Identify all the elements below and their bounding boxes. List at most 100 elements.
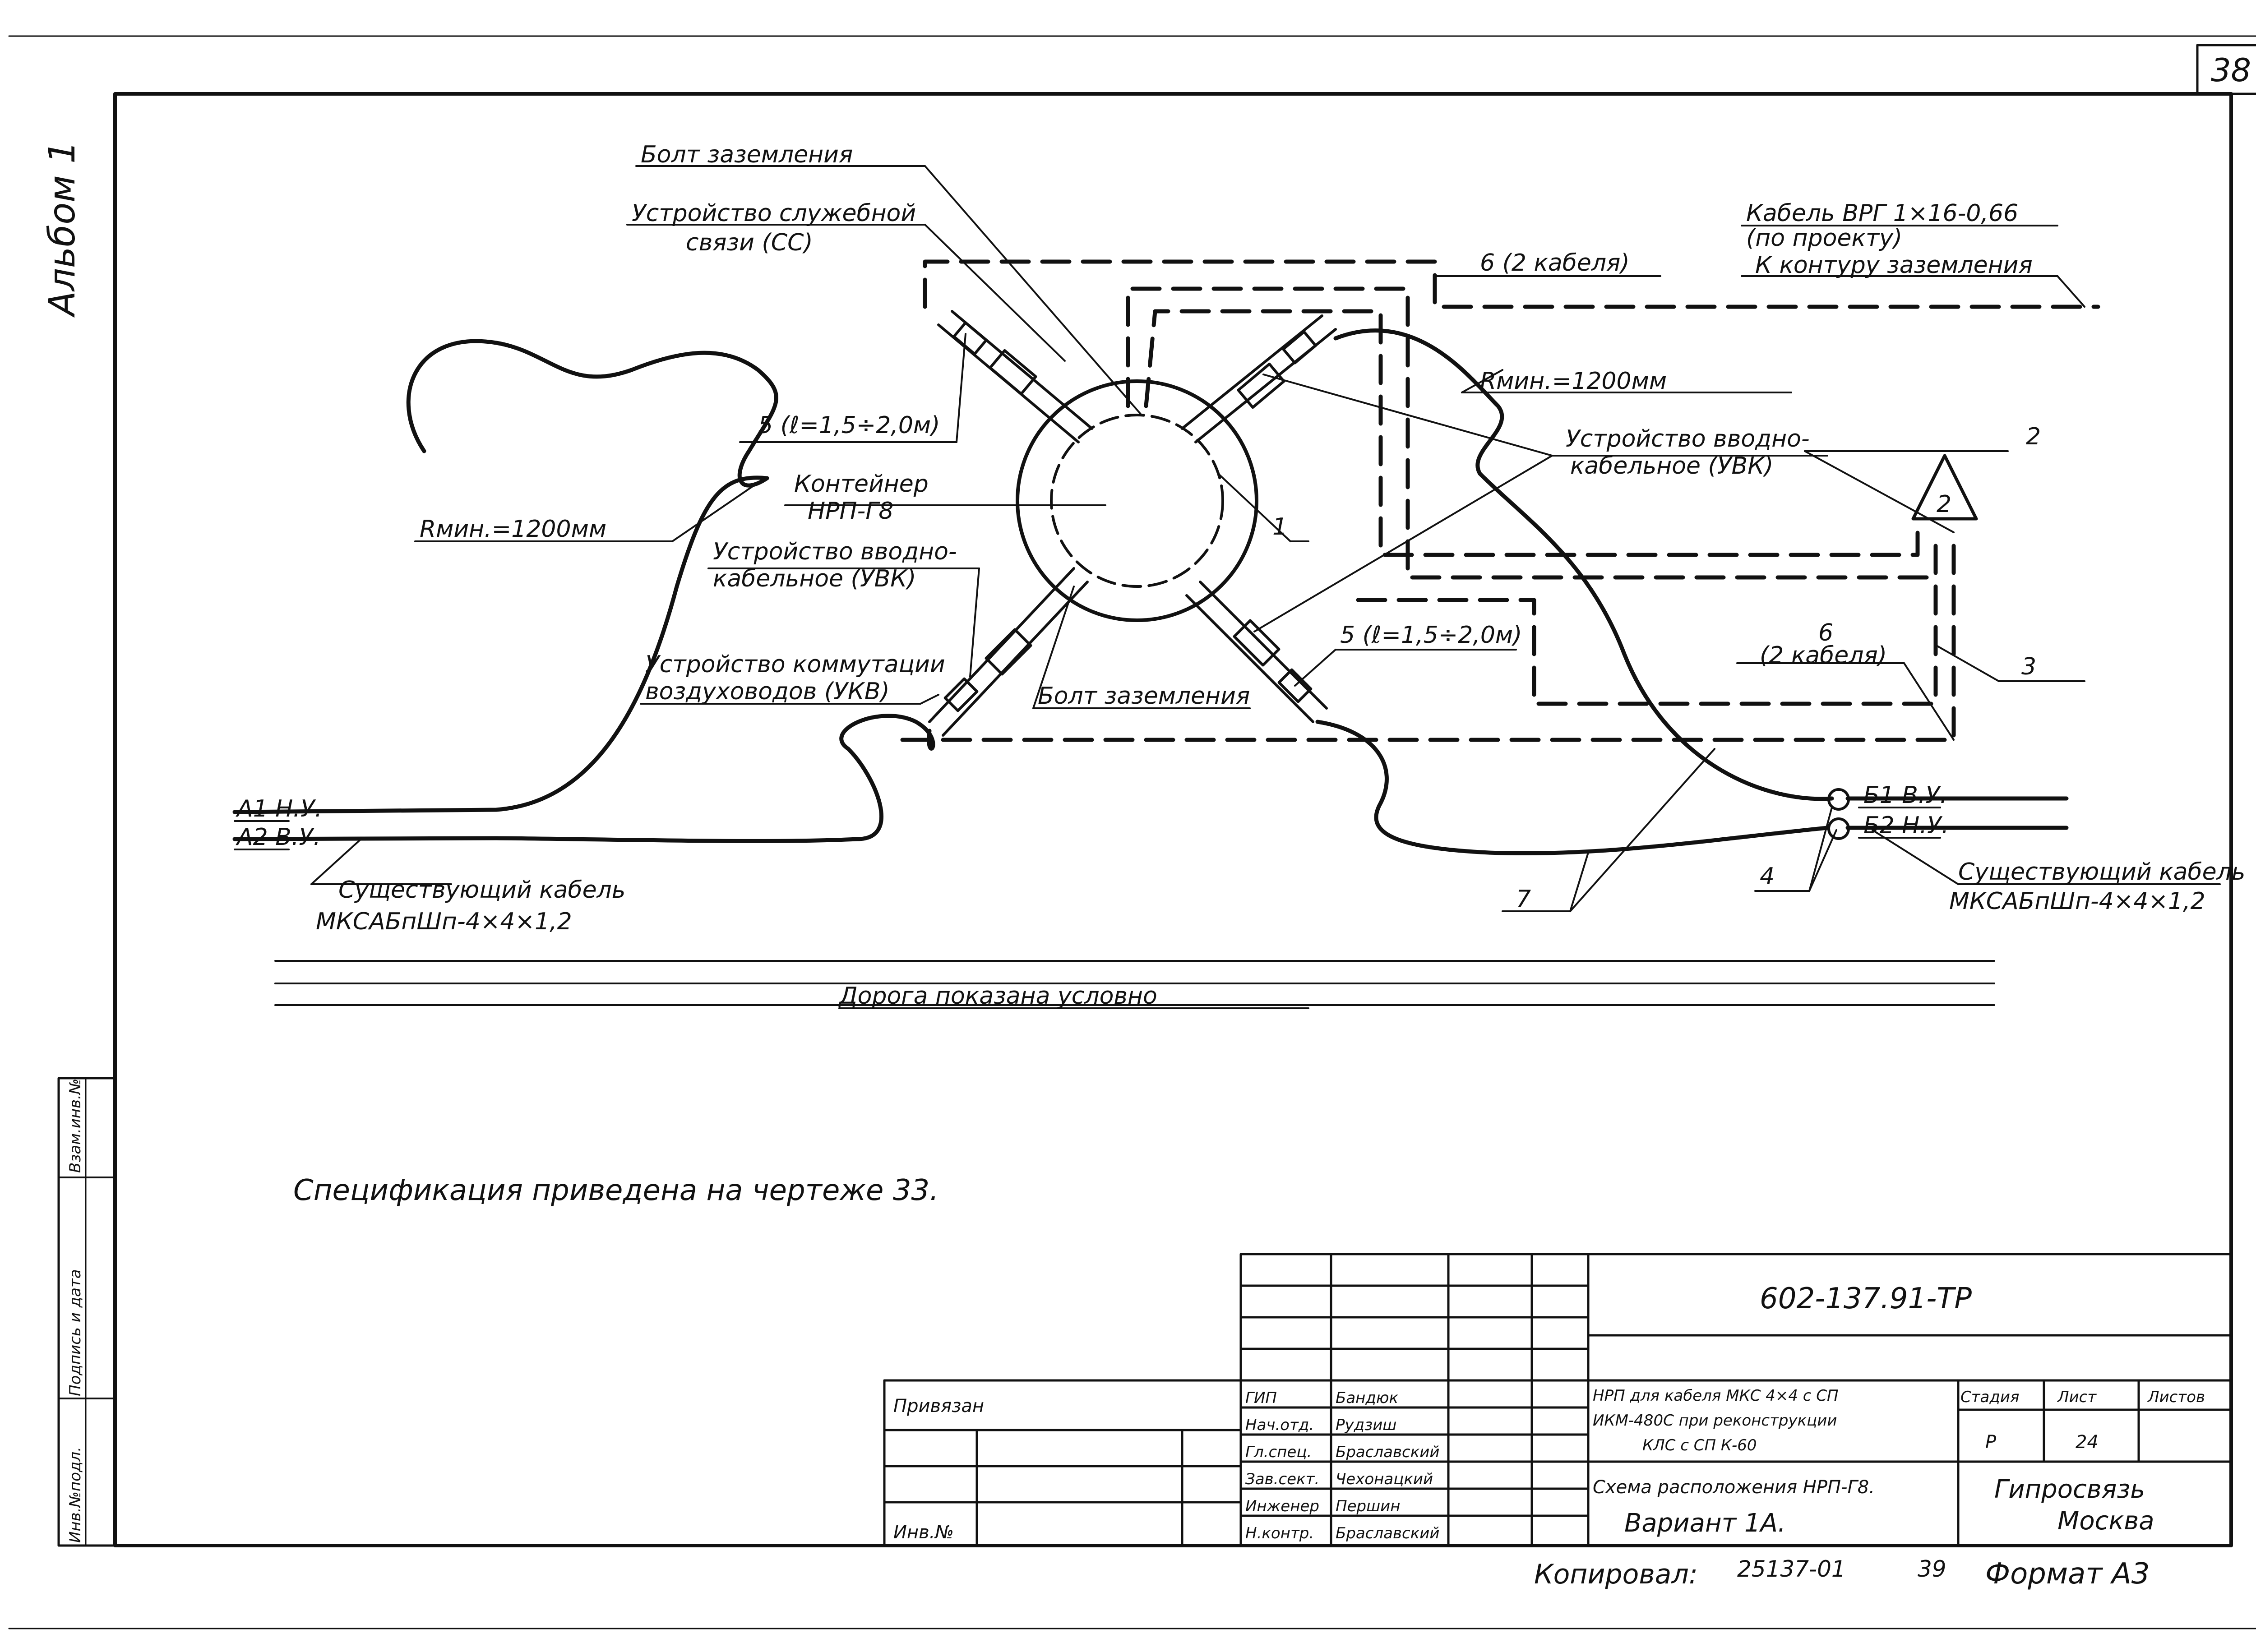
side-stamp-inv-podl: Инв.№подл.	[66, 1447, 84, 1543]
label-item5-right: 5 (ℓ=1,5÷2,0м)	[1340, 622, 1522, 649]
sheet-header: Лист	[2057, 1388, 2097, 1406]
label-item-6-mid-sub: (2 кабеля)	[1760, 642, 1887, 669]
label-ukv-2: воздуховодов (УКВ)	[645, 678, 890, 705]
drawing-code: 602-137.91-ТР	[1760, 1282, 1972, 1315]
role-zav-sekt: Зав.сект.	[1245, 1470, 1319, 1488]
label-existing-right-1: Существующий кабель	[1958, 858, 2245, 886]
label-cable-vrg-3: К контуру заземления	[1755, 252, 2033, 279]
scheme-line-2: Вариант 1А.	[1624, 1509, 1786, 1538]
title-line-1: НРП для кабеля МКС 4×4 с СП	[1593, 1387, 1839, 1405]
route-outer	[923, 259, 2100, 309]
leader-lines	[234, 165, 2221, 1009]
label-uvk-left-2: кабельное (УВК)	[713, 565, 916, 592]
route-top-inner	[1126, 286, 1938, 580]
name-nach-otd: Рудзиш	[1336, 1416, 1396, 1434]
sheets-header: Листов	[2147, 1388, 2205, 1406]
album-label: Альбом 1	[41, 141, 83, 318]
device-lower-left	[928, 567, 1089, 737]
loop-left-top	[406, 339, 778, 488]
role-inzhener: Инженер	[1245, 1497, 1319, 1515]
splice-b2	[1827, 817, 1850, 840]
label-road: Дорога показана условно	[838, 983, 1157, 1010]
cable-loops	[406, 328, 1834, 856]
loop-right	[1333, 328, 1834, 801]
label-ground-bolt-top: Болт заземления	[641, 141, 853, 168]
side-stamp-vzam: Взам.инв.№	[66, 1079, 84, 1173]
privyazan: Привязан	[893, 1396, 984, 1417]
label-existing-right-2: МКСАБпШп-4×4×1,2	[1949, 888, 2205, 915]
item-2-marker	[1911, 454, 1978, 521]
label-uvk-right-2: кабельное (УВК)	[1570, 452, 1773, 480]
dashed-routes	[900, 259, 2100, 742]
label-ukv-1: Устройство коммутации	[645, 651, 945, 678]
name-n-kontr: Браславский	[1336, 1524, 1439, 1542]
name-gl-spec: Браславский	[1336, 1443, 1439, 1461]
format: Формат А3	[1985, 1557, 2150, 1591]
label-b1: Б1 В.У.	[1863, 782, 1947, 809]
label-container-1: Контейнер	[794, 471, 929, 498]
label-existing-left-2: МКСАБпШп-4×4×1,2	[316, 908, 572, 935]
title-line-3: КЛС с СП К-60	[1642, 1436, 1757, 1454]
device-upper-left	[937, 310, 1093, 443]
existing-cable-lines	[232, 475, 2069, 843]
cable-a1	[232, 475, 769, 814]
name-inzhener: Першин	[1336, 1497, 1401, 1515]
label-rmin-right: Rмин.=1200мм	[1480, 368, 1667, 395]
label-uvk-right-1: Устройство вводно-	[1566, 425, 1810, 452]
copy-number: 25137-01	[1737, 1556, 1846, 1582]
title-line-2: ИКМ-480С при реконструкции	[1593, 1412, 1837, 1430]
route-bottom	[900, 530, 1956, 742]
org-line-1: Гипросвязь	[1994, 1475, 2145, 1504]
loop-left-bottom	[839, 714, 935, 841]
title-block-grid	[883, 1253, 2233, 1547]
copy-sheet: 39	[1918, 1556, 1946, 1582]
label-item-2-top: 2	[2026, 423, 2041, 450]
copied-by: Копировал:	[1534, 1559, 1698, 1590]
label-item-1: 1	[1272, 513, 1287, 540]
role-nach-otd: Нач.отд.	[1245, 1416, 1314, 1434]
label-cable-vrg-2: (по проекту)	[1746, 225, 1902, 252]
name-zav-sekt: Чехонацкий	[1336, 1470, 1433, 1488]
scheme-line-1: Схема расположения НРП-Г8.	[1593, 1477, 1875, 1498]
label-b2: Б2 Н.У.	[1863, 812, 1949, 839]
side-stamp-frame	[57, 1077, 116, 1547]
label-item5-left: 5 (ℓ=1,5÷2,0м)	[758, 412, 940, 439]
road-lines	[274, 960, 1995, 1006]
inv-no: Инв.№	[893, 1522, 954, 1543]
label-cable-6-top: 6 (2 кабеля)	[1480, 249, 1630, 277]
stage-header: Стадия	[1960, 1388, 2019, 1406]
label-cable-vrg-1: Кабель ВРГ 1×16-0,66	[1746, 200, 2018, 227]
side-stamp-signature: Подпись и дата	[66, 1269, 84, 1396]
page-number-box	[2196, 44, 2256, 95]
sheet-value: 24	[2076, 1432, 2099, 1453]
label-rmin-left: Rмин.=1200мм	[420, 516, 606, 543]
role-gl-spec: Гл.спец.	[1245, 1443, 1312, 1461]
role-n-kontr: Н.контр.	[1245, 1524, 1314, 1542]
splice-b1	[1827, 788, 1850, 811]
drawing-frame	[113, 92, 2233, 1547]
label-service-comm-1: Устройство служебной	[632, 200, 916, 227]
label-item-6-mid: 6	[1818, 619, 1833, 646]
label-item-7: 7	[1516, 886, 1531, 913]
label-a2: А2 В.У.	[236, 824, 321, 851]
label-item-3: 3	[2021, 653, 2036, 680]
container-outer-ring	[1016, 379, 1258, 622]
route-mid	[1144, 309, 1920, 557]
label-uvk-left-1: Устройство вводно-	[713, 538, 957, 565]
device-upper-right	[1181, 314, 1337, 443]
label-item-4: 4	[1760, 863, 1775, 890]
org-line-2: Москва	[2057, 1506, 2154, 1536]
stage-value: Р	[1985, 1432, 1997, 1453]
label-ground-bolt-bottom: Болт заземления	[1038, 683, 1250, 710]
label-container-2: НРП-Г8	[808, 498, 893, 525]
label-existing-left-1: Существующий кабель	[338, 877, 625, 904]
container-inner-ring	[1050, 414, 1224, 588]
name-gip: Бандюк	[1336, 1389, 1399, 1407]
loop-right-bottom	[1315, 720, 1830, 856]
label-item-2-inner: 2	[1937, 491, 1951, 518]
label-a1: А1 Н.У.	[236, 795, 322, 822]
label-service-comm-2: связи (СС)	[686, 229, 813, 256]
spec-note: Спецификация приведена на чертеже 33.	[293, 1174, 938, 1207]
role-gip: ГИП	[1245, 1389, 1277, 1407]
